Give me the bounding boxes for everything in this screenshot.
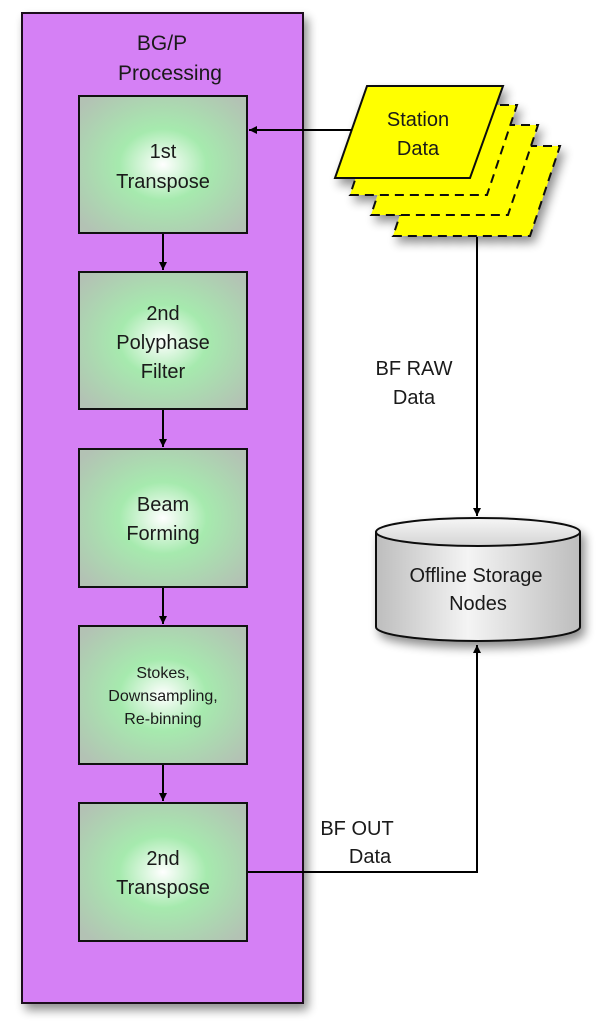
stage-label-line: 2nd bbox=[146, 848, 179, 870]
container-title-line-2: Processing bbox=[118, 62, 222, 85]
stage-box[interactable] bbox=[78, 625, 248, 765]
stage-label-line: Stokes, bbox=[136, 665, 189, 682]
stage-label-line: 1st bbox=[150, 141, 177, 163]
stage-label-line: Filter bbox=[141, 361, 186, 383]
station-data-label-line: Station bbox=[387, 109, 449, 131]
storage-label-line: Offline Storage bbox=[409, 565, 542, 587]
stage-box[interactable] bbox=[78, 95, 248, 234]
stage-label-line: Transpose bbox=[116, 877, 210, 899]
bf-raw-label-line: Data bbox=[393, 387, 436, 409]
station-data-label-line: Data bbox=[397, 138, 440, 160]
station-data-stack[interactable] bbox=[333, 85, 562, 237]
arrow-bf-out-data bbox=[248, 645, 481, 873]
cylinder-top bbox=[375, 517, 581, 547]
stage-polyphase-filter[interactable]: 2nd Polyphase Filter bbox=[78, 271, 248, 410]
storage-label-line: Nodes bbox=[449, 593, 507, 615]
stage-second-transpose[interactable]: 2nd Transpose bbox=[78, 802, 248, 942]
stage-box[interactable] bbox=[78, 448, 248, 588]
stage-label-line: 2nd bbox=[146, 303, 179, 325]
stage-label-line: Polyphase bbox=[116, 332, 209, 354]
stage-beam-forming[interactable]: Beam Forming bbox=[78, 448, 248, 588]
stage-first-transpose[interactable]: 1st Transpose bbox=[78, 95, 248, 234]
stage-box[interactable] bbox=[78, 802, 248, 942]
container-title-line-1: BG/P bbox=[137, 32, 187, 55]
bf-out-label-line: Data bbox=[349, 846, 392, 868]
stage-label-line: Forming bbox=[126, 523, 199, 545]
stage-label-line: Transpose bbox=[116, 171, 210, 193]
stage-label-line: Beam bbox=[137, 494, 189, 516]
offline-storage-cylinder[interactable] bbox=[375, 517, 581, 642]
bf-raw-label-line: BF RAW bbox=[375, 358, 452, 380]
bf-out-label-line: BF OUT bbox=[320, 818, 393, 840]
station-data-shape[interactable] bbox=[333, 85, 505, 179]
stage-label-line: Re-binning bbox=[124, 711, 201, 728]
stage-label-line: Downsampling, bbox=[108, 688, 217, 705]
stage-stokes-downsampling[interactable]: Stokes, Downsampling, Re-binning bbox=[78, 625, 248, 765]
cylinder-body[interactable] bbox=[375, 532, 581, 642]
stage-box[interactable] bbox=[78, 271, 248, 410]
